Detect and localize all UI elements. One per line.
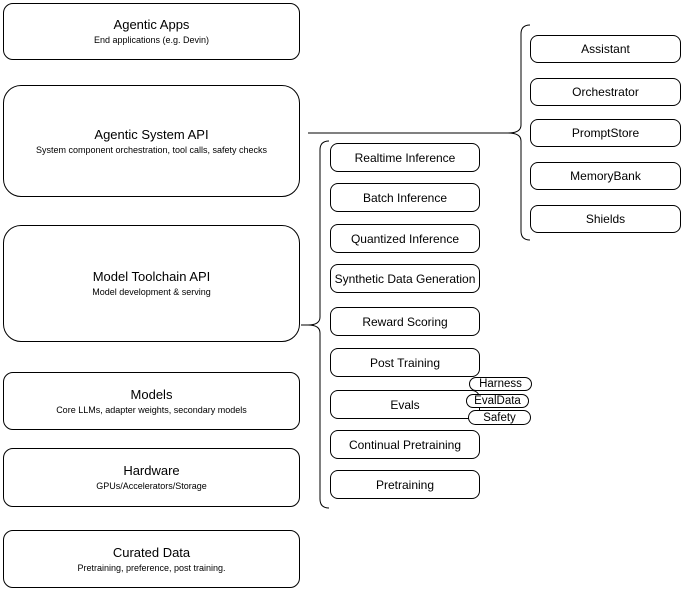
component-label: MemoryBank xyxy=(570,169,641,183)
toolchain-service-post-training: Post Training xyxy=(330,348,480,377)
service-label: Continual Pretraining xyxy=(348,437,462,452)
eval-tag-evaldata: EvalData xyxy=(466,394,529,408)
toolchain-service-pretraining: Pretraining xyxy=(330,470,480,499)
box-subtitle: Model development & serving xyxy=(92,287,211,297)
box-agentic-system-api: Agentic System API System component orch… xyxy=(3,85,300,197)
box-title: Curated Data xyxy=(112,544,191,560)
toolchain-service-continual-pretraining: Continual Pretraining xyxy=(330,430,480,459)
toolchain-service-synthetic-data-generation: Synthetic Data Generation xyxy=(330,264,480,293)
box-subtitle: System component orchestration, tool cal… xyxy=(35,144,268,155)
brace-toolchain-services xyxy=(307,140,330,509)
system-component-memorybank: MemoryBank xyxy=(530,162,681,190)
component-label: Assistant xyxy=(581,42,630,56)
service-label: Reward Scoring xyxy=(362,314,448,329)
box-subtitle: Pretraining, preference, post training. xyxy=(77,562,226,573)
component-label: Orchestrator xyxy=(572,85,639,99)
box-title: Model Toolchain API xyxy=(92,269,211,284)
toolchain-service-batch-inference: Batch Inference xyxy=(330,183,480,212)
toolchain-service-quantized-inference: Quantized Inference xyxy=(330,224,480,253)
toolchain-service-realtime-inference: Realtime Inference xyxy=(330,143,480,172)
component-label: PromptStore xyxy=(571,126,640,140)
box-agentic-apps: Agentic Apps End applications (e.g. Devi… xyxy=(3,3,300,60)
eval-tag-label: Safety xyxy=(483,411,516,424)
box-subtitle: GPUs/Accelerators/Storage xyxy=(96,481,207,491)
service-label: Evals xyxy=(390,397,420,412)
box-title: Hardware xyxy=(123,463,180,478)
service-label: Quantized Inference xyxy=(350,231,460,246)
box-title: Models xyxy=(130,386,173,402)
box-curated-data: Curated Data Pretraining, preference, po… xyxy=(3,530,300,588)
box-subtitle: End applications (e.g. Devin) xyxy=(93,35,210,45)
service-label: Batch Inference xyxy=(362,190,448,205)
service-label: Post Training xyxy=(369,355,441,370)
box-hardware: Hardware GPUs/Accelerators/Storage xyxy=(3,448,300,507)
eval-tag-label: EvalData xyxy=(474,395,521,407)
eval-tag-label: Harness xyxy=(479,378,522,390)
toolchain-service-evals: Evals xyxy=(330,390,480,419)
system-component-orchestrator: Orchestrator xyxy=(530,78,681,106)
eval-tag-harness: Harness xyxy=(469,377,532,391)
box-title: Agentic Apps xyxy=(113,17,190,32)
box-title: Agentic System API xyxy=(94,126,209,142)
system-component-shields: Shields xyxy=(530,205,681,233)
system-component-assistant: Assistant xyxy=(530,35,681,63)
service-label: Realtime Inference xyxy=(354,150,456,165)
service-label: Pretraining xyxy=(375,477,435,492)
box-subtitle: Core LLMs, adapter weights, secondary mo… xyxy=(56,404,247,415)
box-model-toolchain-api: Model Toolchain API Model development & … xyxy=(3,225,300,342)
component-label: Shields xyxy=(585,212,626,226)
service-label: Synthetic Data Generation xyxy=(334,271,476,286)
toolchain-service-reward-scoring: Reward Scoring xyxy=(330,307,480,336)
brace-system-components xyxy=(507,24,531,241)
eval-tag-safety: Safety xyxy=(468,410,531,425)
box-models: Models Core LLMs, adapter weights, secon… xyxy=(3,372,300,430)
system-component-promptstore: PromptStore xyxy=(530,119,681,147)
